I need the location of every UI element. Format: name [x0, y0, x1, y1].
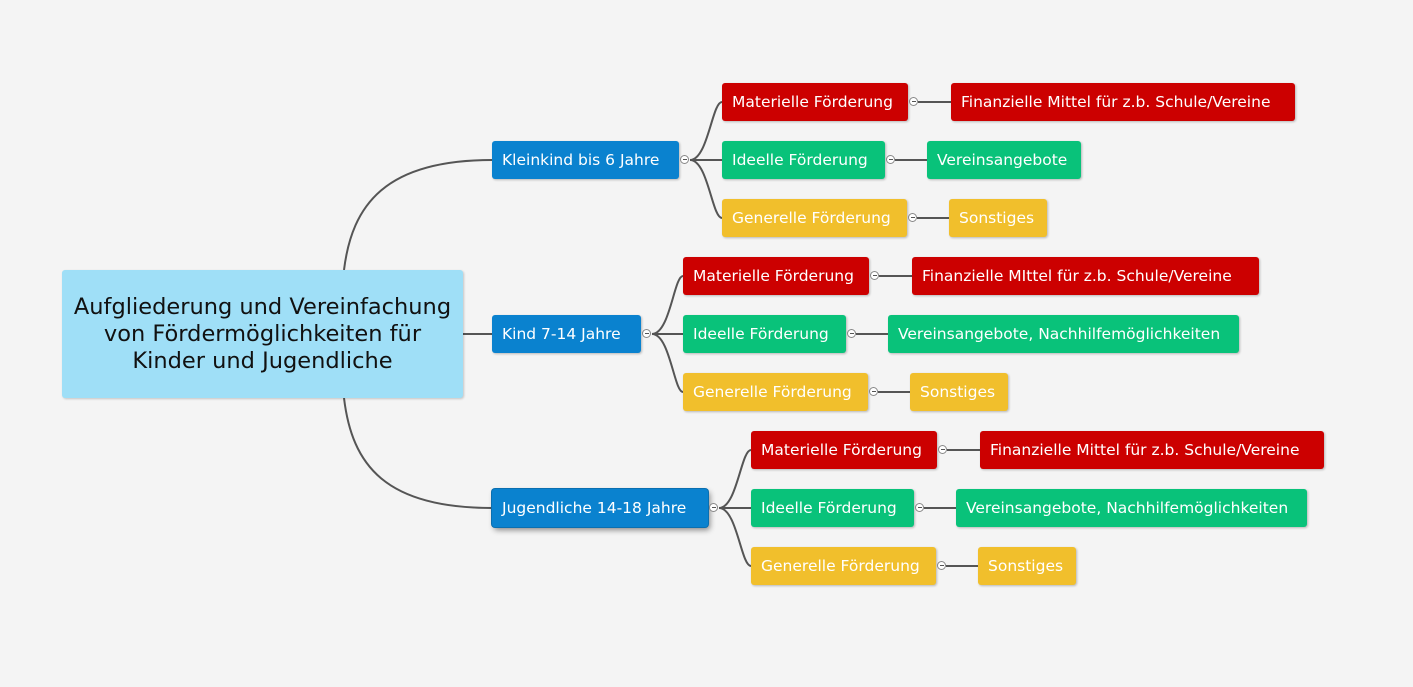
detail-label: Finanzielle Mittel für z.b. Schule/Verei… — [961, 93, 1271, 111]
generelle-foerderung-node[interactable]: Generelle Förderung — [683, 373, 868, 411]
branch-label: Generelle Förderung — [761, 557, 920, 575]
materielle-foerderung-node[interactable]: Materielle Förderung — [683, 257, 869, 295]
minus-circle-icon[interactable] — [642, 329, 651, 338]
branch-label: Materielle Förderung — [761, 441, 922, 459]
minus-circle-icon[interactable] — [870, 271, 879, 280]
generelle-detail-node[interactable]: Sonstiges — [910, 373, 1008, 411]
age-group-label: Kind 7-14 Jahre — [502, 325, 621, 343]
materielle-foerderung-node[interactable]: Materielle Förderung — [722, 83, 908, 121]
minus-circle-icon[interactable] — [909, 97, 918, 106]
detail-label: Sonstiges — [920, 383, 996, 401]
materielle-detail-node[interactable]: Finanzielle Mittel für z.b. Schule/Verei… — [951, 83, 1295, 121]
ideelle-detail-node[interactable]: Vereinsangebote — [927, 141, 1081, 179]
branch-label: Materielle Förderung — [693, 267, 854, 285]
minus-circle-icon[interactable] — [937, 561, 946, 570]
root-topic[interactable]: Aufgliederung und Vereinfachung von Förd… — [62, 270, 463, 398]
generelle-foerderung-node[interactable]: Generelle Förderung — [722, 199, 907, 237]
branch-label: Materielle Förderung — [732, 93, 893, 111]
connector-jugendliche-lower — [718, 507, 752, 567]
materielle-detail-node[interactable]: Finanzielle Mittel für z.b. Schule/Verei… — [980, 431, 1324, 469]
generelle-detail-node[interactable]: Sonstiges — [978, 547, 1076, 585]
detail-label: Vereinsangebote — [937, 151, 1068, 169]
detail-label: Finanzielle Mittel für z.b. Schule/Verei… — [990, 441, 1300, 459]
minus-circle-icon[interactable] — [915, 503, 924, 512]
connector-kind-upper — [651, 275, 684, 335]
ideelle-foerderung-node[interactable]: Ideelle Förderung — [722, 141, 885, 179]
connector-kleinkind-lower — [689, 159, 723, 219]
branch-label: Ideelle Förderung — [761, 499, 897, 517]
detail-label: Vereinsangebote, Nachhilfemöglichkeiten — [898, 325, 1221, 343]
detail-label: Finanzielle MIttel für z.b. Schule/Verei… — [922, 267, 1232, 285]
ideelle-foerderung-node[interactable]: Ideelle Förderung — [751, 489, 914, 527]
detail-label: Sonstiges — [959, 209, 1035, 227]
root-topic-label: Aufgliederung und Vereinfachung von Förd… — [73, 293, 452, 374]
materielle-detail-node[interactable]: Finanzielle MIttel für z.b. Schule/Verei… — [912, 257, 1259, 295]
age-group-label: Kleinkind bis 6 Jahre — [502, 151, 660, 169]
detail-label: Sonstiges — [988, 557, 1064, 575]
connector-kleinkind-upper — [689, 101, 723, 161]
age-group-kind[interactable]: Kind 7-14 Jahre — [492, 315, 641, 353]
branch-label: Generelle Förderung — [732, 209, 891, 227]
materielle-foerderung-node[interactable]: Materielle Förderung — [751, 431, 937, 469]
minus-circle-icon[interactable] — [680, 155, 689, 164]
minus-circle-icon[interactable] — [709, 503, 718, 512]
ideelle-detail-node[interactable]: Vereinsangebote, Nachhilfemöglichkeiten — [956, 489, 1307, 527]
connector-kind-lower — [651, 333, 684, 393]
generelle-foerderung-node[interactable]: Generelle Förderung — [751, 547, 936, 585]
ideelle-foerderung-node[interactable]: Ideelle Förderung — [683, 315, 846, 353]
branch-label: Generelle Förderung — [693, 383, 852, 401]
minus-circle-icon[interactable] — [847, 329, 856, 338]
ideelle-detail-node[interactable]: Vereinsangebote, Nachhilfemöglichkeiten — [888, 315, 1239, 353]
generelle-detail-node[interactable]: Sonstiges — [949, 199, 1047, 237]
connector-jugendliche-upper — [718, 449, 752, 509]
minus-circle-icon[interactable] — [938, 445, 947, 454]
detail-label: Vereinsangebote, Nachhilfemöglichkeiten — [966, 499, 1289, 517]
branch-label: Ideelle Förderung — [693, 325, 829, 343]
branch-label: Ideelle Förderung — [732, 151, 868, 169]
minus-circle-icon[interactable] — [886, 155, 895, 164]
age-group-label: Jugendliche 14-18 Jahre — [502, 499, 687, 517]
connector-root-to-jugendliche — [343, 397, 493, 509]
age-group-kleinkind[interactable]: Kleinkind bis 6 Jahre — [492, 141, 679, 179]
age-group-jugendliche[interactable]: Jugendliche 14-18 Jahre — [492, 489, 708, 527]
minus-circle-icon[interactable] — [908, 213, 917, 222]
connector-root-to-kleinkind — [343, 159, 493, 271]
minus-circle-icon[interactable] — [869, 387, 878, 396]
